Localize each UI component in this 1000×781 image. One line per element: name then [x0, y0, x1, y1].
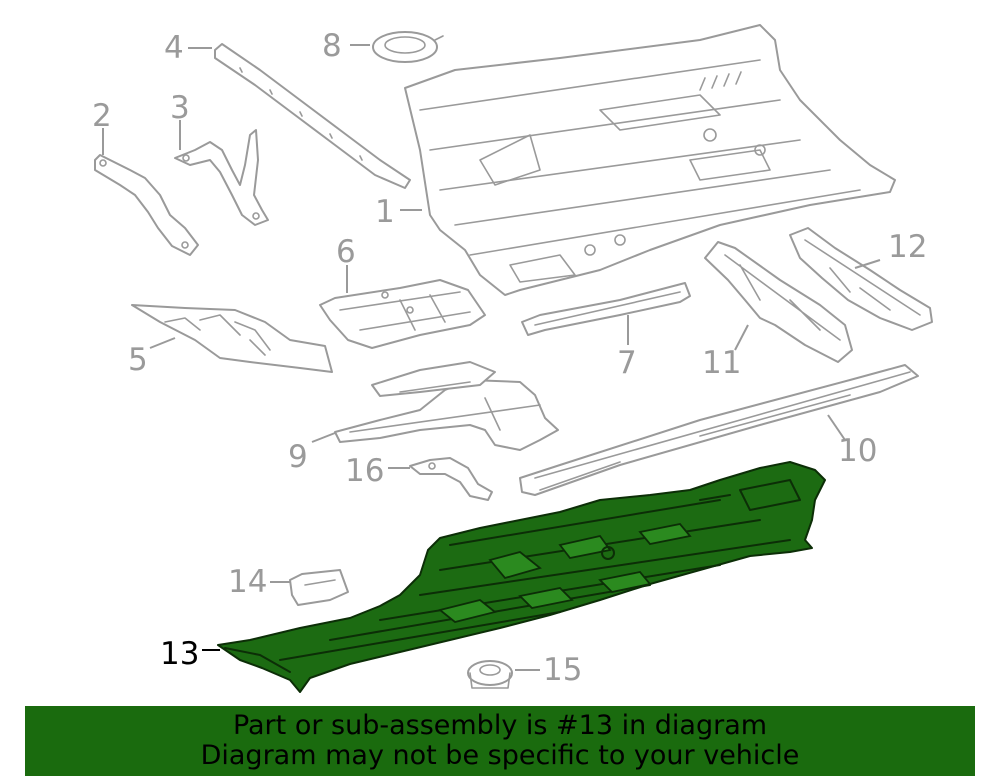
- callout-2: 2: [92, 98, 112, 134]
- callout-12: 12: [888, 229, 927, 265]
- info-banner: Part or sub-assembly is #13 in diagram D…: [25, 706, 975, 776]
- banner-line-1: Part or sub-assembly is #13 in diagram: [232, 710, 768, 741]
- callout-10: 10: [838, 433, 877, 469]
- part-2-bracket[interactable]: [94, 154, 199, 256]
- callout-6: 6: [336, 234, 356, 270]
- leader-lines: [102, 44, 881, 671]
- part-1-floor-pan[interactable]: [404, 24, 896, 296]
- part-8-grommet[interactable]: [372, 31, 444, 63]
- part-9-crossmember[interactable]: [334, 361, 559, 451]
- callout-4: 4: [164, 30, 184, 66]
- part-13-underbody-shield[interactable]: [217, 461, 826, 693]
- callout-13: 13: [160, 636, 199, 672]
- part-3-bracket[interactable]: [174, 129, 269, 226]
- part-10-sill[interactable]: [519, 364, 919, 496]
- callout-5: 5: [128, 342, 148, 378]
- part-12-member[interactable]: [789, 227, 933, 331]
- callout-14: 14: [228, 564, 267, 600]
- callout-7: 7: [617, 345, 637, 381]
- part-7-rail[interactable]: [521, 282, 691, 336]
- part-5-panel[interactable]: [131, 304, 333, 373]
- callout-15: 15: [543, 652, 582, 688]
- part-11-member[interactable]: [704, 241, 853, 363]
- banner-line-2: Diagram may not be specific to your vehi…: [200, 740, 800, 771]
- part-16-bracket[interactable]: [409, 457, 493, 501]
- callout-9: 9: [288, 439, 308, 475]
- callout-labels: 1 2 3 4 5 6 7 8 9 10 11 12 13 14 15 16: [92, 28, 927, 688]
- callout-11: 11: [702, 345, 741, 381]
- callout-3: 3: [170, 90, 190, 126]
- part-15-plug[interactable]: [467, 660, 513, 689]
- callout-16: 16: [345, 453, 384, 489]
- part-6-plate[interactable]: [319, 279, 486, 349]
- part-14-clip[interactable]: [289, 569, 349, 606]
- part-4-strip[interactable]: [214, 43, 411, 189]
- callout-8: 8: [322, 28, 342, 64]
- callout-1: 1: [375, 194, 395, 230]
